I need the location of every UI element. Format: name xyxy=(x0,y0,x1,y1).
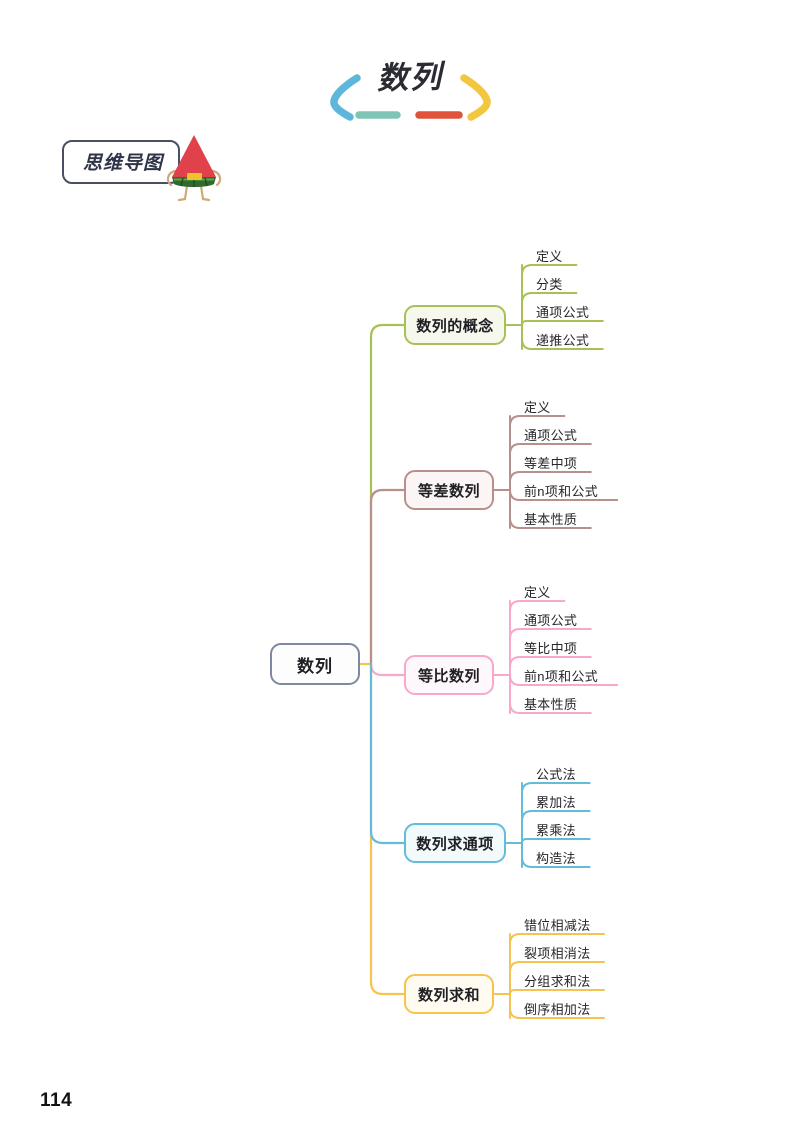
mindmap-leaf-label: 递推公式 xyxy=(536,333,590,348)
mindmap-branch-label: 数列求和 xyxy=(417,986,480,1004)
mindmap-branch-node[interactable]: 数列求通项 xyxy=(404,823,506,863)
mindmap-leaf-label: 基本性质 xyxy=(524,512,578,527)
mindmap-leaf-label: 公式法 xyxy=(536,767,576,782)
mindmap-leaf-node[interactable]: 通项公式 xyxy=(524,610,577,629)
mindmap-leaf-label: 累乘法 xyxy=(536,823,576,838)
mindmap-leaf-node[interactable]: 分类 xyxy=(536,274,563,293)
mindmap-leaf-node[interactable]: 错位相减法 xyxy=(524,915,591,934)
mindmap-leaf-label: 分组求和法 xyxy=(524,974,591,989)
mindmap-leaf-node[interactable]: 累加法 xyxy=(536,792,576,811)
mindmap-branch-label: 数列的概念 xyxy=(416,317,494,335)
mindmap-leaf-node[interactable]: 等比中项 xyxy=(524,638,577,657)
mindmap-leaf-node[interactable]: 构造法 xyxy=(536,848,576,867)
right-bracket-icon xyxy=(460,74,491,121)
mindmap-leaf-node[interactable]: 分组求和法 xyxy=(524,971,591,990)
mindmap-branch-node[interactable]: 数列求和 xyxy=(404,974,494,1014)
mindmap-leaf-node[interactable]: 定义 xyxy=(524,582,551,601)
left-bracket-icon xyxy=(330,74,361,121)
mindmap-leaf-label: 前n项和公式 xyxy=(524,484,599,499)
mindmap-leaf-node[interactable]: 累乘法 xyxy=(536,820,576,839)
mindmap-leaf-node[interactable]: 倒序相加法 xyxy=(524,999,591,1018)
mindmap-leaf-node[interactable]: 定义 xyxy=(536,246,563,265)
mindmap-leaf-node[interactable]: 基本性质 xyxy=(524,694,577,713)
mindmap-leaf-node[interactable]: 基本性质 xyxy=(524,509,577,528)
mindmap-leaf-label: 定义 xyxy=(536,249,563,264)
mindmap-leaf-label: 定义 xyxy=(524,585,551,600)
mindmap-leaf-label: 分类 xyxy=(536,277,563,292)
mindmap-leaf-label: 定义 xyxy=(524,400,551,415)
mindmap-leaf-label: 前n项和公式 xyxy=(524,669,599,684)
mindmap-branch-label: 等比数列 xyxy=(417,667,480,685)
mindmap-leaf-node[interactable]: 递推公式 xyxy=(536,330,589,349)
mindmap-leaf-node[interactable]: 前n项和公式 xyxy=(524,481,598,500)
page-number: 114 xyxy=(40,1090,73,1111)
badge-label: 思维导图 xyxy=(82,152,163,174)
mindmap-leaf-label: 等差中项 xyxy=(524,456,578,471)
mindmap-leaf-label: 裂项相消法 xyxy=(524,946,591,961)
title-decoration xyxy=(330,74,491,121)
mindmap-leaf-node[interactable]: 前n项和公式 xyxy=(524,666,598,685)
mindmap-branch-node[interactable]: 数列的概念 xyxy=(404,305,506,345)
mindmap-branch-label: 等差数列 xyxy=(417,482,480,500)
mindmap-branch-label: 数列求通项 xyxy=(416,835,494,853)
mindmap-leaf-label: 错位相减法 xyxy=(524,918,591,933)
mindmap-leaf-node[interactable]: 定义 xyxy=(524,397,551,416)
mindmap-badge: 思维导图 xyxy=(62,140,180,184)
mindmap-leaf-label: 等比中项 xyxy=(524,641,578,656)
watermelon-mascot-icon xyxy=(166,135,222,202)
mindmap-leaf-label: 基本性质 xyxy=(524,697,578,712)
mindmap-leaf-label: 通项公式 xyxy=(536,305,590,320)
mindmap-leaf-label: 累加法 xyxy=(536,795,576,810)
mindmap-leaf-node[interactable]: 等差中项 xyxy=(524,453,577,472)
mindmap-branch-node[interactable]: 等差数列 xyxy=(404,470,494,510)
mindmap-leaf-label: 通项公式 xyxy=(524,428,578,443)
mindmap-leaf-node[interactable]: 通项公式 xyxy=(524,425,577,444)
mindmap-leaf-node[interactable]: 裂项相消法 xyxy=(524,943,591,962)
mindmap-branch-node[interactable]: 等比数列 xyxy=(404,655,494,695)
mindmap-leaf-label: 倒序相加法 xyxy=(524,1002,591,1017)
mindmap-leaf-label: 通项公式 xyxy=(524,613,578,628)
mindmap-leaf-label: 构造法 xyxy=(536,851,576,866)
mindmap-leaf-node[interactable]: 公式法 xyxy=(536,764,576,783)
mindmap-root-node[interactable]: 数列 xyxy=(270,643,360,685)
mindmap-root-label: 数列 xyxy=(297,656,333,676)
mindmap-leaf-node[interactable]: 通项公式 xyxy=(536,302,589,321)
